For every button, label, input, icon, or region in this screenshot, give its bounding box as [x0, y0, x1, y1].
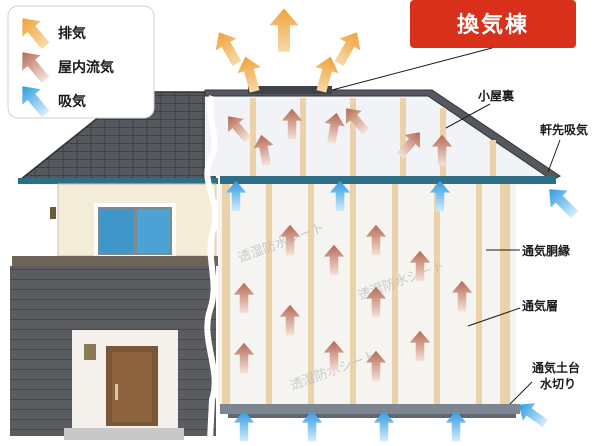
exhaust-arrow-icon — [328, 26, 368, 70]
cutaway-house — [204, 86, 561, 441]
entrance — [64, 330, 184, 440]
title-text: 換気棟 — [457, 12, 529, 38]
entrance-lamp — [84, 344, 96, 360]
callouts — [445, 103, 561, 405]
label-sill-1: 通気土台 — [532, 360, 580, 375]
left-house — [10, 91, 218, 440]
legend-box: 排気 屋内流気 吸気 — [7, 5, 155, 122]
label-attic: 小屋裏 — [478, 88, 515, 103]
ridge-vent — [248, 86, 332, 94]
label-air-layer: 通気層 — [522, 298, 558, 313]
sill-flashing — [228, 414, 516, 418]
balcony-rail — [12, 256, 218, 266]
label-sill-2: 水切り — [540, 376, 576, 391]
left-eave-trim — [18, 178, 218, 184]
wall-lamp-upper — [50, 207, 56, 219]
attic-space — [205, 94, 555, 176]
exhaust-arrow-icon — [269, 8, 299, 52]
label-eave-intake: 軒先吸気 — [540, 122, 588, 137]
legend-label-exhaust: 排気 — [58, 25, 86, 42]
label-furring: 通気胴縁 — [522, 243, 570, 258]
sill-plate — [220, 404, 520, 414]
title-badge: 換気棟 — [331, 0, 576, 91]
legend-label-intake: 吸気 — [58, 93, 86, 110]
legend-label-indoor-flow: 屋内流気 — [58, 59, 114, 76]
torn-edge — [204, 95, 219, 441]
exhaust-arrow-icon — [208, 26, 248, 70]
upper-window — [94, 203, 176, 259]
intake-arrow-icon — [540, 180, 584, 224]
floor-beam — [220, 176, 556, 184]
wall-studs — [222, 184, 510, 406]
